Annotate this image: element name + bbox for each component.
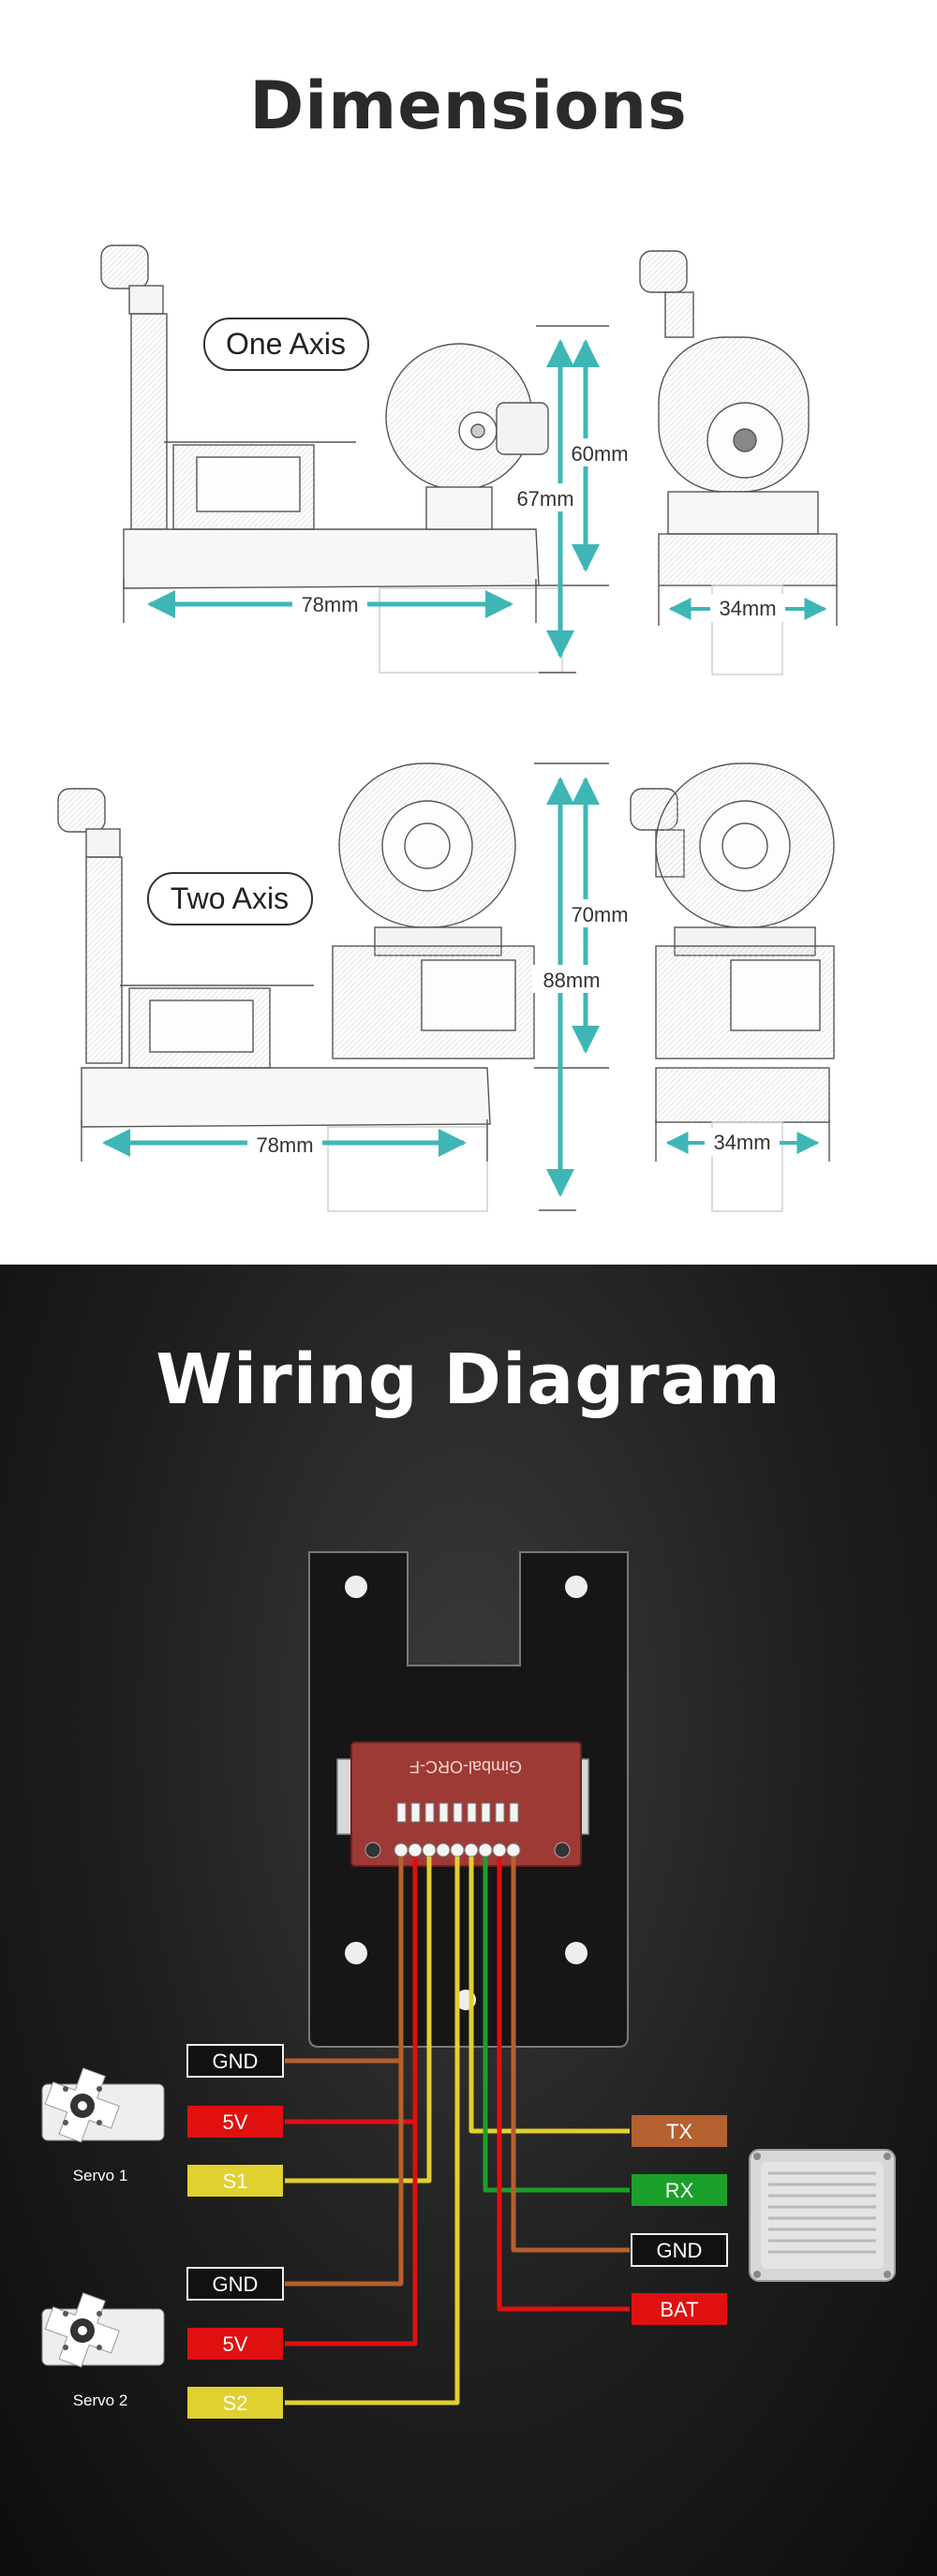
two-axis-label-pill [147,872,313,925]
two-axis-depth-label: 34mm [713,1131,770,1154]
servo2-5v-label: 5V [223,2332,248,2356]
gimbal-controller-board [350,1741,582,1867]
mount-hole [345,1942,367,1964]
one-axis-side-view [100,244,563,674]
servo1-s1-label: S1 [223,2169,248,2193]
receiver-gnd-wire [511,1857,630,2253]
two-axis-inner-height-label: 70mm [571,903,628,926]
servo1-pin-labels: GND 5V S1 [186,2044,284,2197]
servo1-s1-wire [285,1857,432,2184]
servo2-s2-label: S2 [223,2391,248,2415]
rx-wire [483,1857,630,2193]
wiring-drawing: Gimbal-ORC-F [41,1551,896,2419]
servo1-gnd-label: GND [213,2050,259,2073]
one-axis-label-pill [203,318,369,371]
receiver-rx-label: RX [665,2179,694,2202]
one-axis-depth-label: 34mm [719,597,776,620]
receiver-module-icon [749,2149,896,2282]
receiver-gnd-label: GND [657,2239,703,2262]
pin-header [394,1802,521,1858]
tx-wire [468,1857,630,2134]
wiring-title: Wiring Diagram [156,1340,781,1420]
mount-hole [345,1576,367,1598]
mount-hole [565,1942,587,1964]
board-label: Gimbal-ORC-F [409,1757,522,1776]
servo2-s2-wire [285,1857,460,2406]
mount-hole [565,1576,587,1598]
two-axis-label: Two Axis [171,881,289,915]
two-axis-width-label: 78mm [256,1133,313,1157]
one-axis-front-view [639,250,838,675]
one-axis-label: One Axis [226,327,346,361]
servo2-label: Servo 2 [73,2391,128,2409]
two-axis-outer-height-label: 88mm [543,969,600,992]
one-axis-inner-height-label: 60mm [571,442,628,466]
servo2-gnd-wire [285,2061,404,2287]
servo2-5v-wire [285,2122,418,2347]
servo2-icon [41,2292,165,2368]
bat-wire [497,1857,630,2312]
servo2-pin-labels: GND 5V S2 [186,2267,284,2419]
receiver-tx-label: TX [666,2120,692,2143]
one-axis-outer-height-label: 67mm [516,487,573,511]
servo1-5v-label: 5V [223,2110,248,2134]
servo1-icon [41,2067,165,2143]
wiring-section: Wiring Diagram Gimbal-ORC-F [0,1265,937,2576]
two-axis-front-view [630,762,835,1212]
servo1-label: Servo 1 [73,2167,128,2184]
servo2-gnd-label: GND [213,2273,259,2296]
receiver-bat-label: BAT [660,2298,698,2321]
one-axis-width-label: 78mm [301,593,358,616]
receiver-pin-labels: TX RX GND BAT [631,2115,728,2325]
two-axis-side-view [57,762,535,1212]
dimensions-drawing: One Axis 78mm 60mm 67mm [57,244,838,1212]
dimensions-title: Dimensions [249,67,688,144]
dimensions-section: Dimensions [0,0,937,1265]
